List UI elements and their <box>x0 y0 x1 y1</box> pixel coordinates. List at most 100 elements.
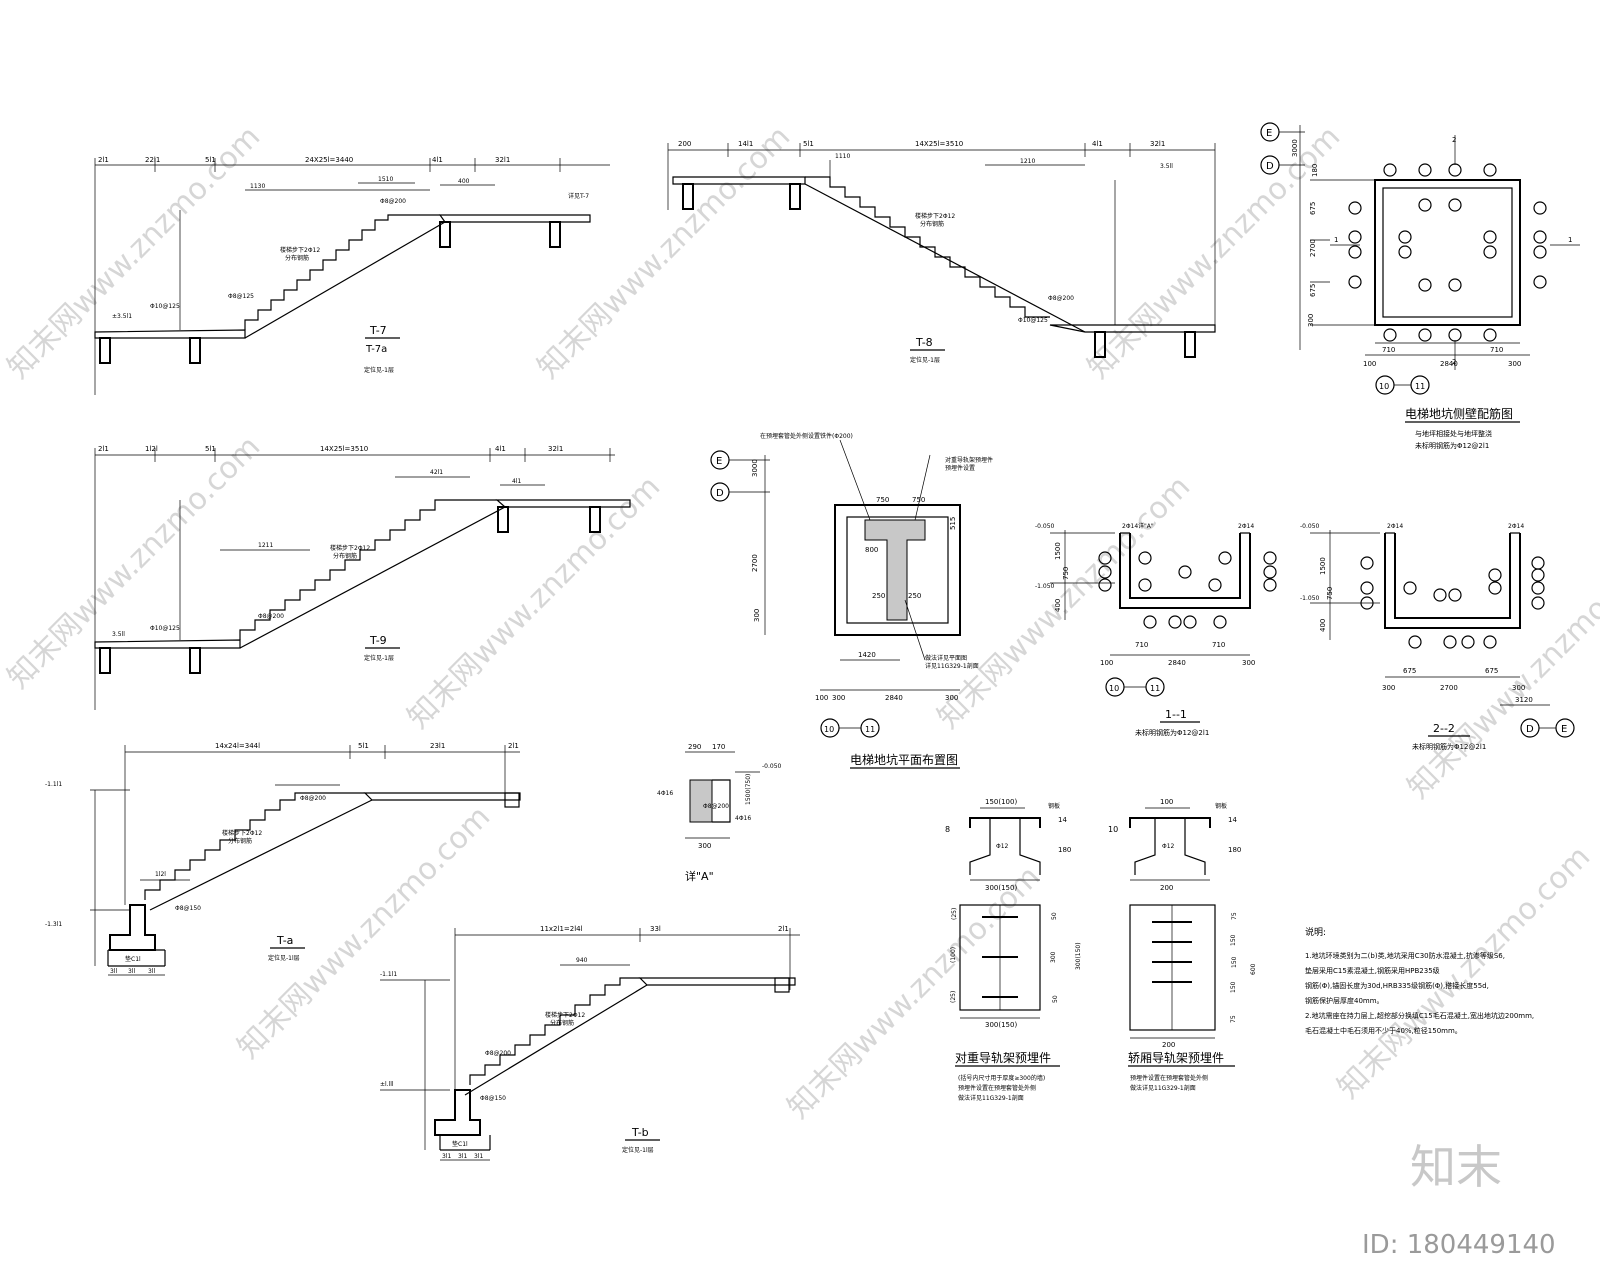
tb-note: Φ8@200 <box>485 1050 511 1057</box>
sec22-dim-v: 750 <box>1326 587 1334 600</box>
t7-note: 楼梯步下2Φ12 <box>280 246 320 254</box>
ta-base-dim: 3ll <box>110 968 117 975</box>
stair-section-t8: 200 14l1 5l1 14X25l=3510 4l1 32l1 1210 1… <box>667 140 1216 364</box>
cw-dim: 150(100) <box>985 798 1017 806</box>
cw-title: 对重导轨架预埋件 <box>955 1051 1051 1065</box>
t8-dim: 200 <box>678 140 691 148</box>
tb-note: Φ8@150 <box>480 1095 506 1102</box>
t9-level: 3.5ll <box>112 631 125 638</box>
ta-base: 垫C1l <box>125 955 141 963</box>
pit-plan-dim-h: 100 <box>815 694 828 702</box>
ta-level: -1.3l1 <box>45 921 62 928</box>
t7-dim: 4l1 <box>432 156 443 164</box>
t8-level: 3.5ll <box>1160 163 1173 170</box>
detail-a-dim: 290 <box>688 743 701 751</box>
section-2-2: -0.050 -1.050 1500 750 400 2Φ14 2Φ14 300… <box>1300 523 1575 751</box>
pit-wall-reinforcement: E D 3000 180 675 2700 675 300 <box>1260 122 1580 450</box>
sec11-note: 未标明钢筋为Φ12@2l1 <box>1135 728 1209 737</box>
rebar-callouts <box>1360 556 1545 649</box>
car-dim: 200 <box>1162 1041 1175 1049</box>
cw-dim: 300(150) <box>985 884 1017 892</box>
axis-label: 10 <box>824 725 834 734</box>
pit-wall-note: 与地坪相接处与地坪整浇 <box>1415 429 1492 438</box>
t7-alt-title: T-7a <box>365 344 387 355</box>
sec11-top: 2Φ14 <box>1122 523 1138 530</box>
watermark-text: 知末网www.znzmo.com <box>1401 539 1600 805</box>
sec11-dim-h: 100 <box>1100 659 1113 667</box>
tb-dim: 33l <box>650 925 661 933</box>
t9-dim: 4l1 <box>495 445 506 453</box>
t9-dim: 14X25l=3510 <box>320 445 368 453</box>
pit-plan-dim-h: 1420 <box>858 651 876 659</box>
cw-dim: 14 <box>1058 816 1067 824</box>
section-mark: 1 <box>1568 236 1572 244</box>
pit-wall-dim-v: 2700 <box>1309 239 1317 257</box>
t9-subtitle: 定位见-1层 <box>364 654 394 662</box>
ta-dim: 14x24l=344l <box>215 742 260 750</box>
t8-note: 1110 <box>835 153 850 160</box>
t7-dim: 22l1 <box>145 156 160 164</box>
tb-title: T-b <box>631 1126 649 1139</box>
sec11-dim-h: 710 <box>1212 641 1225 649</box>
t7-title: T-7 <box>369 324 387 337</box>
pit-plan-dim-h: 800 <box>865 546 878 554</box>
t8-dim: 5l1 <box>803 140 814 148</box>
detail-a-dim-v: 1500(750) <box>745 774 752 805</box>
stair-section-t9: 2l1 1l2l 5l1 14X25l=3510 4l1 32l1 42l1 4… <box>94 445 631 710</box>
ta-note: 楼梯步下2Φ12 <box>222 829 262 837</box>
t7-note: Φ10@125 <box>150 303 180 310</box>
tb-base: 垫C1l <box>452 1140 468 1148</box>
t8-note: 1210 <box>1020 158 1035 165</box>
t7-ref: 详见T-7 <box>568 192 589 200</box>
sec11-dim-v: 1500 <box>1054 542 1062 560</box>
sec22-dim-h: 675 <box>1485 667 1498 675</box>
t7-note: 1510 <box>378 176 393 183</box>
axis-label: D <box>1266 161 1274 172</box>
notes-title: 说明: <box>1305 926 1326 938</box>
watermark-text: 知末网www.znzmo.com <box>531 119 797 385</box>
tb-note: 940 <box>576 957 588 964</box>
pit-plan-dim-h: 300 <box>832 694 845 702</box>
cw-label: 钢板 <box>1048 802 1060 810</box>
watermark-text: 知末网www.znzmo.com <box>1 429 267 695</box>
sec22-offset: 3120 <box>1515 696 1533 704</box>
cw-dim: 50 <box>1051 912 1058 920</box>
pit-plan-note: 做法详见平面图 <box>925 654 967 662</box>
axis-label: D <box>716 488 724 499</box>
sec22-top: 2Φ14 <box>1508 523 1524 530</box>
notes-line: 毛石混凝土中毛石须用不少于40%,粒径150mm。 <box>1305 1026 1462 1035</box>
t9-note: 1211 <box>258 542 273 549</box>
stair-section-ta: 14x24l=344l 5l1 23l1 2l1 -1.1l1 -1.3l1 垫… <box>45 742 521 976</box>
pit-wall-dim-h: 710 <box>1382 346 1395 354</box>
sec11-dim-h: 300 <box>1242 659 1255 667</box>
car-dim: 150 <box>1231 956 1238 968</box>
t9-note: 4l1 <box>512 478 521 485</box>
t9-note: Φ8@200 <box>258 613 284 620</box>
sec22-dim-v: 1500 <box>1319 557 1327 575</box>
ta-note: 分布钢筋 <box>228 837 252 845</box>
car-dim: 200 <box>1160 884 1173 892</box>
rebar-callouts <box>1098 551 1277 629</box>
stair-section-t7: 2l1 22l1 5l1 24X25l=3440 4l1 32l1 1130 1… <box>94 156 610 395</box>
pit-wall-note: 未标明钢筋为Φ12@2l1 <box>1415 441 1489 450</box>
t7-note: Φ8@125 <box>228 293 254 300</box>
notes-line: 钢筋(Φ),锚固长度为30d,HRB335级钢筋(Φ),搭接长度55d, <box>1305 981 1489 990</box>
detail-a: 290 170 -0.050 1500(750) 4Φ16 Φ8@200 4Φ1… <box>657 743 782 883</box>
detail-a-label: 4Φ16 <box>657 790 673 797</box>
section-mark: 1 <box>1334 236 1338 244</box>
t9-dim: 2l1 <box>98 445 109 453</box>
cw-note: 预埋件设置在预埋套管处外侧 <box>958 1084 1036 1092</box>
car-dim: 14 <box>1228 816 1237 824</box>
detail-a-dim: 300 <box>698 842 711 850</box>
t8-note: 楼梯步下2Φ12 <box>915 212 955 220</box>
sec22-dim-h: 2700 <box>1440 684 1458 692</box>
car-dim: 150 <box>1230 934 1237 946</box>
t9-dim: 5l1 <box>205 445 216 453</box>
t8-note: Φ10@125 <box>1018 317 1048 324</box>
ta-dim: 23l1 <box>430 742 445 750</box>
axis-label: E <box>1561 724 1567 735</box>
cw-note: 做法详见11G329-1剖面 <box>958 1094 1024 1102</box>
sec22-note: 未标明钢筋为Φ12@2l1 <box>1412 742 1486 751</box>
t7-dim: 32l1 <box>495 156 510 164</box>
t8-subtitle: 定位见-1层 <box>910 356 940 364</box>
